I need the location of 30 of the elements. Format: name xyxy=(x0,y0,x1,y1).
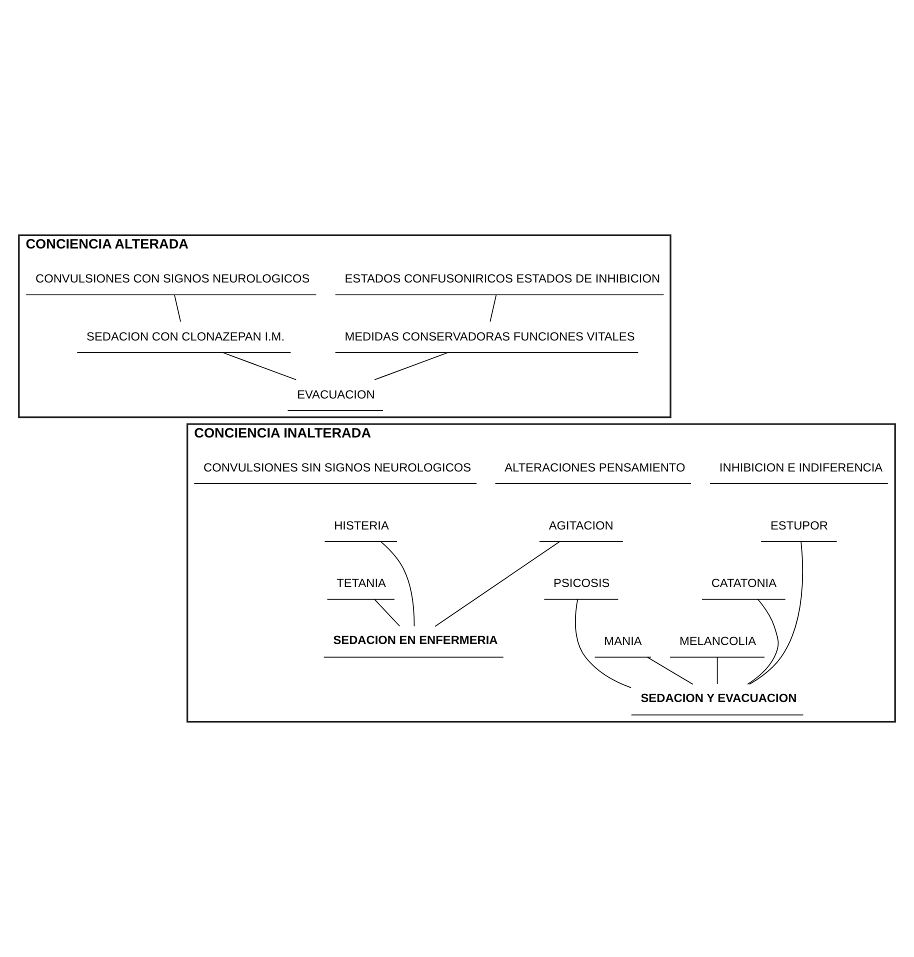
node-text: SEDACION CON CLONAZEPAN I.M. xyxy=(86,329,285,344)
connector xyxy=(434,541,560,627)
connector xyxy=(490,294,497,322)
node-text: CONVULSIONES SIN SIGNOS NEUROLOGICOS xyxy=(204,460,472,474)
connector xyxy=(647,656,694,685)
node-text: INHIBICION E INDIFERENCIA xyxy=(719,460,883,474)
node-text: MANIA xyxy=(604,634,642,648)
node-text: CATATONIA xyxy=(711,576,777,590)
connector xyxy=(575,599,632,688)
node-text: MELANCOLIA xyxy=(679,634,756,648)
node-text: TETANIA xyxy=(336,576,386,590)
node-text: AGITACION xyxy=(548,518,614,532)
node-text: ESTUPOR xyxy=(770,518,828,532)
connector xyxy=(716,657,718,684)
node-text: SEDACION Y EVACUACION xyxy=(640,690,797,705)
connector xyxy=(174,294,181,322)
node-text: HISTERIA xyxy=(334,518,389,532)
node-text: EVACUACION xyxy=(297,387,375,402)
connector xyxy=(374,599,400,627)
connector xyxy=(380,541,415,627)
node-text: ESTADOS CONFUSONIRICOS ESTADOS DE INHIBICION xyxy=(344,272,660,286)
connector xyxy=(747,598,779,685)
connector xyxy=(748,541,804,685)
node-text: CONVULSIONES CON SIGNOS NEUROLOGICOS xyxy=(35,272,310,286)
node-text: ALTERACIONES PENSAMIENTO xyxy=(504,460,686,474)
connector xyxy=(374,352,448,380)
node-text: MEDIDAS CONSERVADORAS FUNCIONES VITALES xyxy=(344,329,635,344)
node-text: SEDACION EN ENFERMERIA xyxy=(333,633,498,648)
node-text: PSICOSIS xyxy=(554,576,610,590)
connector xyxy=(222,352,297,380)
